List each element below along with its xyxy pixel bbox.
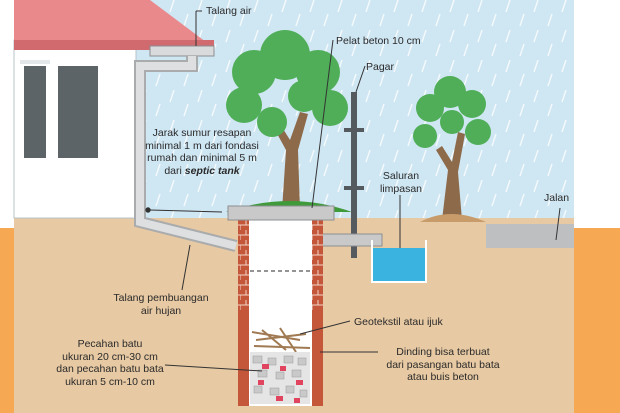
talang-pembuangan-line-2: air hujan bbox=[140, 304, 182, 317]
dinding-line-3: atau buis beton bbox=[407, 371, 479, 383]
label-jarak-sumur: Jarak sumur resapan minimal 1 m dari fon… bbox=[132, 127, 272, 177]
tree-icon bbox=[413, 76, 491, 220]
saluran-line-2: limpasan bbox=[379, 182, 423, 195]
concrete-slab-icon bbox=[227, 205, 335, 221]
dinding-line-2: dari pasangan batu bata bbox=[386, 358, 500, 371]
jarak-line-1: Jarak sumur resapan bbox=[152, 127, 252, 139]
label-dinding: Dinding bisa terbuat dari pasangan batu … bbox=[378, 346, 508, 384]
label-saluran-limpasan: Saluran limpasan bbox=[376, 170, 426, 195]
brick-wall-icon bbox=[312, 218, 323, 310]
label-pecahan-batu: Pecahan batu ukuran 20 cm-30 cm dan peca… bbox=[54, 338, 166, 388]
brick-wall-icon bbox=[238, 218, 249, 310]
infiltration-well bbox=[227, 205, 335, 406]
label-talang-air: Talang air bbox=[206, 5, 252, 17]
tree-icon bbox=[226, 30, 348, 210]
pecahan-line-3: dan pecahan batu bata bbox=[56, 363, 164, 375]
label-jalan: Jalan bbox=[544, 192, 570, 204]
label-pagar: Pagar bbox=[366, 61, 395, 73]
pecahan-line-4: ukuran 5 cm-10 cm bbox=[65, 375, 155, 388]
water-channel-icon bbox=[371, 240, 427, 283]
road-icon bbox=[486, 224, 574, 248]
jarak-line-4-prefix: dari bbox=[164, 164, 185, 177]
label-geotekstil: Geotekstil atau ijuk bbox=[354, 316, 443, 328]
pecahan-line-1: Pecahan batu bbox=[77, 338, 143, 350]
saluran-line-1: Saluran bbox=[382, 170, 420, 182]
leader-lines bbox=[145, 10, 561, 372]
talang-pembuangan-line-1: Talang pembuangan bbox=[113, 292, 209, 304]
jarak-line-2: minimal 1 m dari fondasi bbox=[145, 139, 259, 152]
tree-mound bbox=[420, 214, 486, 222]
label-pelat-beton: Pelat beton 10 cm bbox=[336, 35, 421, 47]
dinding-line-1: Dinding bisa terbuat bbox=[396, 346, 490, 358]
label-talang-pembuangan: Talang pembuangan air hujan bbox=[106, 292, 216, 317]
fence-post-icon bbox=[344, 92, 364, 258]
pecahan-line-2: ukuran 20 cm-30 cm bbox=[62, 350, 158, 363]
jarak-line-4-emphasis: septic tank bbox=[184, 164, 240, 177]
gutter-downpipe bbox=[134, 45, 238, 252]
jarak-line-4: dari septic tank bbox=[132, 165, 272, 178]
jarak-line-3: rumah dan minimal 5 m bbox=[147, 152, 257, 164]
